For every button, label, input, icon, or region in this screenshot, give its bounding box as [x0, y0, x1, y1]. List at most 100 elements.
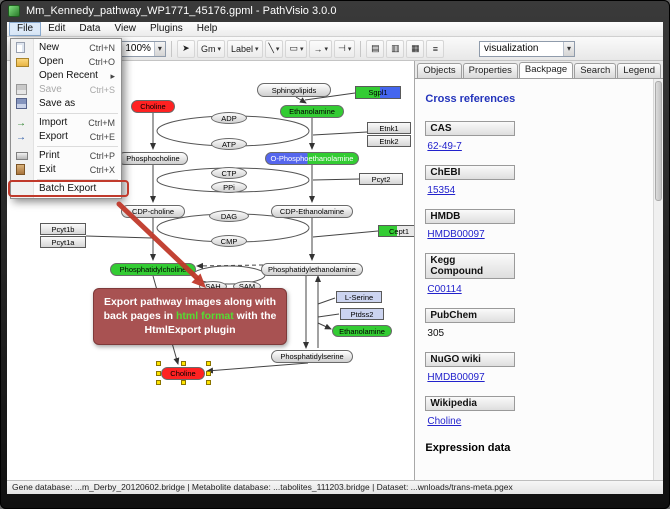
pathway-node-ptdss2[interactable]: Ptdss2 — [340, 308, 384, 320]
toolbar-separator — [170, 40, 172, 57]
align-horizontal-button[interactable]: ▤ — [366, 39, 385, 58]
pathway-node-cdp-ethanolamine[interactable]: CDP-Ethanolamine — [271, 204, 353, 218]
xref-value-nugo-wiki[interactable]: HMDB00097 — [427, 372, 485, 383]
pathway-node-phosphocholine[interactable]: Phosphocholine — [118, 151, 188, 165]
menu-view[interactable]: View — [114, 23, 136, 34]
connector-tool-button[interactable]: →▾ — [309, 39, 332, 58]
selection-handle[interactable] — [155, 370, 161, 376]
pathway-node-o-phosphoethanolamine[interactable]: O-Phosphoethanolamine — [265, 151, 359, 165]
menu-help[interactable]: Help — [196, 23, 218, 34]
pathway-node-ppi[interactable]: PPi — [211, 181, 247, 193]
xref-value-wikipedia[interactable]: Choline — [427, 416, 462, 427]
tab-objects[interactable]: Objects — [417, 63, 462, 78]
pathway-node-l-serine[interactable]: L-Serine — [336, 291, 382, 303]
xref-value-kegg-compound[interactable]: C00114 — [427, 284, 462, 295]
selection-handle[interactable] — [205, 380, 211, 385]
tab-backpage[interactable]: Backpage — [518, 62, 574, 78]
pathway-node-cdp-choline[interactable]: CDP-choline — [121, 204, 185, 218]
chevron-down-icon: ▾ — [562, 41, 574, 56]
sidebar-scrollbar[interactable] — [653, 79, 663, 480]
file-menu-item-open-recent[interactable]: Open Recent▸ — [11, 69, 121, 83]
save-icon — [16, 98, 27, 109]
pathway-node-cmp[interactable]: CMP — [211, 235, 247, 247]
pathway-node-phosphatidylethanolamine[interactable]: Phosphatidylethanolamine — [261, 262, 363, 276]
file-menu-item-label: Batch Export — [39, 183, 97, 194]
inhibition-tool-button[interactable]: ⊣▾ — [333, 39, 356, 58]
pathway-node-pcyt1b[interactable]: Pcyt1b — [40, 223, 86, 235]
menu-data[interactable]: Data — [79, 23, 101, 34]
tab-properties[interactable]: Properties — [462, 63, 518, 78]
label-tool-button[interactable]: Label▾ — [226, 39, 263, 58]
file-menu-item-label: Print — [39, 150, 60, 161]
menu-plugins[interactable]: Plugins — [149, 23, 183, 34]
pathway-node-etnk2[interactable]: Etnk2 — [367, 135, 411, 147]
datanode-tool-button[interactable]: Gm▾ — [196, 39, 225, 58]
pathway-node-pcyt2[interactable]: Pcyt2 — [359, 173, 403, 185]
pathway-node-sgpl1[interactable]: Sgpl1 — [355, 85, 401, 99]
scrollbar-thumb[interactable] — [655, 81, 662, 201]
file-menu-item-save-as[interactable]: Save as — [11, 97, 121, 111]
xref-value-cas[interactable]: 62-49-7 — [427, 141, 462, 152]
toolbar-tools-group: ➤Gm▾Label▾╲▾▭▾→▾⊣▾ — [176, 39, 356, 58]
cross-references-heading: Cross references — [425, 93, 516, 105]
pathway-node-phosphatidylcholine[interactable]: Phosphatidylcholine — [110, 262, 196, 276]
visualization-combobox[interactable]: visualization ▾ — [479, 40, 575, 57]
menu-edit[interactable]: Edit — [48, 23, 66, 34]
selection-handle[interactable] — [155, 361, 161, 366]
pathway-node-choline[interactable]: Choline — [161, 366, 205, 380]
distribute-button[interactable]: ≡ — [426, 39, 445, 58]
datanode-tool-icon: Gm — [200, 43, 216, 54]
pathway-node-ethanolamine[interactable]: Ethanolamine — [280, 104, 344, 118]
chevron-down-icon: ▾ — [153, 41, 165, 56]
file-menu-item-label: Exit — [39, 164, 56, 175]
selection-handle[interactable] — [180, 361, 186, 366]
xref-value-chebi[interactable]: 15354 — [427, 185, 456, 196]
zoom-combobox[interactable]: 100% ▾ — [120, 40, 166, 57]
line-tool-button[interactable]: ╲▾ — [264, 39, 284, 58]
pathway-node-ctp[interactable]: CTP — [211, 167, 247, 179]
menu-file[interactable]: File — [9, 22, 42, 36]
pathway-node-dag[interactable]: DAG — [209, 210, 249, 222]
pathway-node-etnk1[interactable]: Etnk1 — [367, 122, 411, 134]
pathway-node-adp[interactable]: ADP — [211, 112, 247, 124]
stack-button[interactable]: ▦ — [406, 39, 425, 58]
select-tool-button[interactable]: ➤ — [176, 39, 195, 58]
pathway-node-sphingolipids[interactable]: Sphingolipids — [257, 83, 331, 97]
xref-header-nugo-wiki: NuGO wiki — [425, 352, 516, 367]
selection-handle[interactable] — [205, 361, 211, 366]
pathway-node-choline[interactable]: Choline — [131, 99, 175, 113]
exit-icon — [16, 164, 25, 175]
save-gray-icon — [16, 84, 27, 95]
pathway-node-phosphatidylserine[interactable]: Phosphatidylserine — [271, 349, 353, 363]
label-tool-icon: Label — [230, 43, 253, 54]
selection-handle[interactable] — [205, 370, 211, 376]
selection-handle[interactable] — [180, 380, 186, 385]
pathway-node-atp[interactable]: ATP — [211, 138, 247, 150]
xref-value-hmdb[interactable]: HMDB00097 — [427, 229, 485, 240]
align-vertical-button[interactable]: ▥ — [386, 39, 405, 58]
pathway-node-cept1[interactable]: Cept1 — [378, 225, 415, 237]
chevron-down-icon: ▾ — [275, 45, 280, 53]
menubar: File Edit Data View Plugins Help — [7, 22, 663, 37]
pathway-node-ethanolamine[interactable]: Ethanolamine — [332, 325, 392, 337]
shortcut-label: Ctrl+E — [89, 132, 115, 142]
chevron-down-icon: ▾ — [347, 45, 352, 53]
file-menu-item-batch-export[interactable]: Batch Export — [8, 180, 129, 197]
shape-tool-button[interactable]: ▭▾ — [285, 39, 308, 58]
selection-handle[interactable] — [155, 380, 161, 385]
tab-legend[interactable]: Legend — [617, 63, 661, 78]
tab-search[interactable]: Search — [574, 63, 617, 78]
pathway-node-pcyt1a[interactable]: Pcyt1a — [40, 236, 86, 248]
